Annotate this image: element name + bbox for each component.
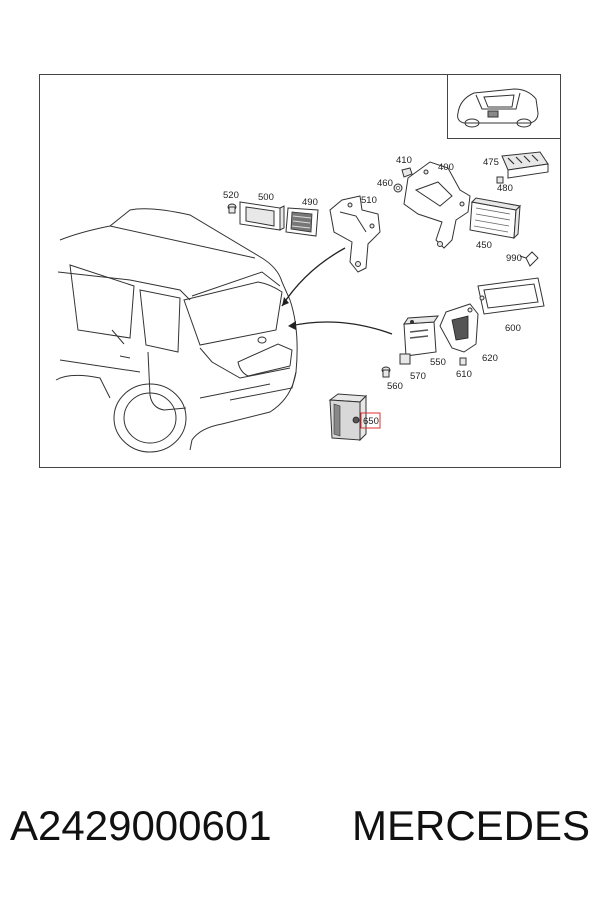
part-500-display: [239, 201, 285, 231]
callout-labels: 400 410 460 475 480 450 990 600 520 500 …: [223, 155, 522, 429]
part-460-nut: [393, 183, 403, 193]
part-480-screw: [496, 176, 504, 184]
part-990-connector: [519, 251, 539, 267]
part-520-bolt: [227, 203, 237, 214]
callout-500: 500: [258, 192, 274, 203]
callout-480: 480: [497, 183, 513, 194]
callout-990: 990: [506, 253, 522, 264]
callout-620: 620: [482, 353, 498, 364]
callout-610: 610: [456, 369, 472, 380]
part-550-control-unit: [403, 315, 439, 357]
part-650-amplifier: [328, 393, 368, 442]
callout-650-highlight: [360, 412, 381, 429]
callout-520: 520: [223, 190, 239, 201]
part-490-panel: [285, 207, 319, 237]
callout-450: 450: [476, 240, 492, 251]
part-number: A2429000601: [10, 802, 272, 849]
part-510-bracket: [329, 195, 381, 273]
leader-arrows: [281, 247, 393, 335]
part-600-control-unit: [477, 277, 545, 315]
part-400-carrier: [403, 161, 471, 249]
callout-650: 650: [363, 416, 379, 427]
callout-510: 510: [361, 195, 377, 206]
callout-560: 560: [387, 381, 403, 392]
callout-400: 400: [438, 162, 454, 173]
product-caption: A2429000601 MERCEDES: [0, 802, 600, 862]
arrowhead-2: [288, 321, 296, 330]
callout-475: 475: [483, 157, 499, 168]
callout-490: 490: [302, 197, 318, 208]
part-620-bracket: [439, 303, 479, 353]
callout-410: 410: [396, 155, 412, 166]
arrowhead-1: [282, 297, 289, 306]
part-560-screw: [381, 366, 391, 378]
brand-name: MERCEDES: [352, 802, 591, 849]
part-610-screw: [459, 357, 467, 366]
vehicle-locator-inset: [447, 74, 561, 139]
callout-550: 550: [430, 357, 446, 368]
part-410-nut: [401, 167, 413, 178]
callout-570: 570: [410, 371, 426, 382]
callout-600: 600: [505, 323, 521, 334]
part-570-clip: [399, 353, 411, 365]
callout-460: 460: [377, 178, 393, 189]
part-450-module: [469, 197, 522, 240]
diagram-frame: [39, 74, 561, 468]
vehicle-rear-illustration: [55, 208, 298, 453]
part-475-switch-panel: [501, 151, 549, 179]
